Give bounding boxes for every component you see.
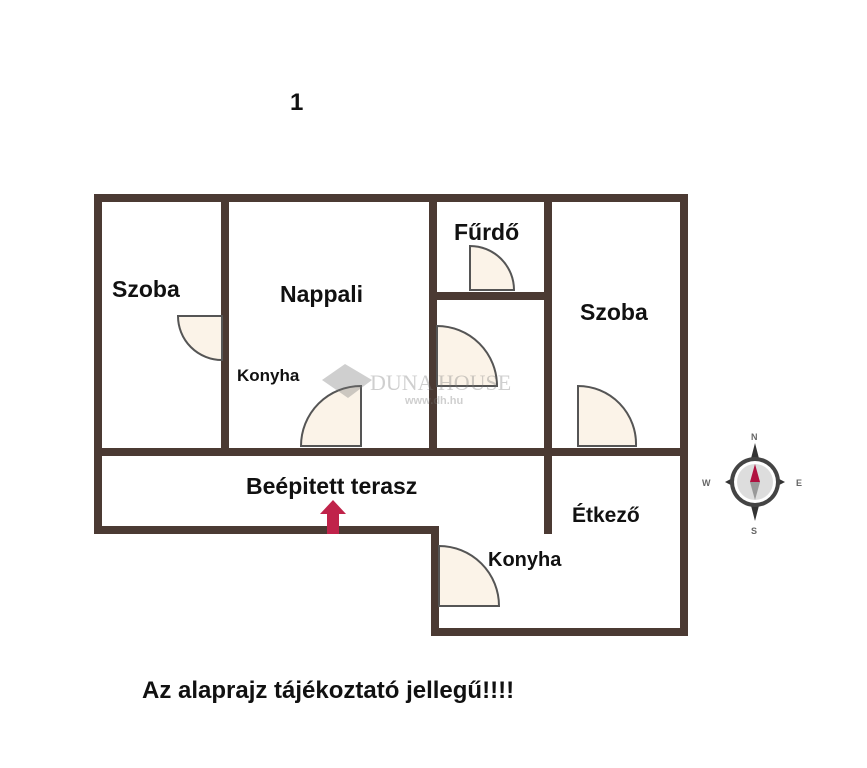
- disclaimer: Az alaprajz tájékoztató jellegű!!!!: [142, 677, 514, 704]
- svg-text:E: E: [796, 478, 802, 488]
- room-szoba-right: Szoba: [580, 299, 648, 325]
- room-terasz: Beépitett terasz: [246, 473, 417, 499]
- door-furdo: [469, 244, 516, 291]
- room-etkezo: Étkező: [572, 504, 640, 527]
- compass-icon: N E S W: [702, 432, 802, 536]
- door-hall: [436, 324, 499, 387]
- door-szoba-left: [176, 315, 223, 362]
- door-konyha: [438, 544, 501, 607]
- room-szoba-left: Szoba: [112, 276, 180, 302]
- svg-text:W: W: [702, 478, 711, 488]
- door-nappali: [299, 384, 362, 447]
- doors: [176, 244, 638, 607]
- door-szoba-right: [577, 384, 638, 447]
- watermark: DUNA HOUSE www.dh.hu: [322, 364, 511, 407]
- svg-text:N: N: [751, 432, 758, 442]
- svg-text:S: S: [751, 526, 757, 536]
- room-furdo: Fűrdő: [454, 219, 519, 245]
- room-konyha-lower: Konyha: [488, 549, 562, 571]
- watermark-url: www.dh.hu: [404, 395, 463, 407]
- entrance-arrow-icon: [320, 500, 346, 534]
- room-nappali: Nappali: [280, 281, 363, 307]
- walls: [94, 194, 688, 636]
- room-konyha-upper: Konyha: [237, 366, 300, 385]
- page-number: 1: [290, 89, 303, 116]
- watermark-brand: DUNA HOUSE: [370, 370, 511, 395]
